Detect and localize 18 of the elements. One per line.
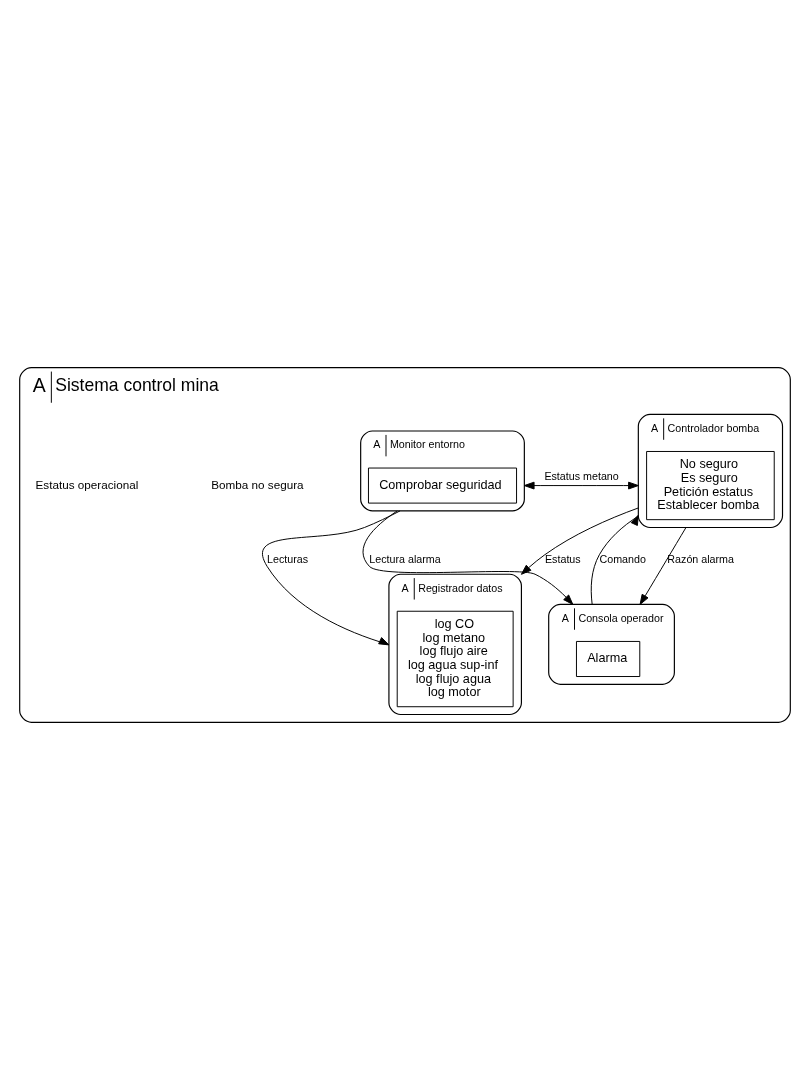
node-box: log CO log metano log flujo aire log agua sup-inf log flujo agua log motor (396, 610, 514, 707)
label: Estatus operacional (35, 477, 139, 491)
arrow (639, 526, 687, 605)
label: Bomba no segura (211, 477, 304, 491)
arrow (362, 509, 574, 605)
arrow (262, 509, 401, 645)
edge-label: Estatus metano (544, 469, 619, 482)
edge-label: Comando (599, 552, 646, 565)
edge-label: Estatus (544, 552, 581, 565)
node-box: Alarma (575, 640, 641, 677)
edge-label: Razón alarma (667, 552, 734, 565)
node-box: No seguro Es seguro Petición estatus Establecer bomba (646, 450, 775, 520)
node-box: Comprobar seguridad (368, 467, 518, 504)
edge-label: Lecturas (267, 552, 309, 565)
edge-label: Lectura alarma (369, 552, 441, 565)
arrow (520, 506, 639, 575)
arrow (523, 481, 639, 489)
arrow (590, 514, 639, 605)
